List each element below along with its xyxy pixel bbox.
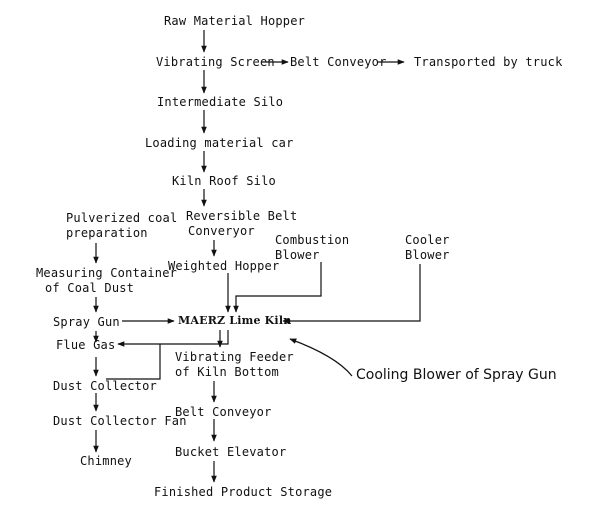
node-pulverized-coal-line1: Pulverized coal — [66, 211, 178, 225]
node-kiln-roof-silo: Kiln Roof Silo — [172, 174, 276, 188]
node-weighted-hopper: Weighted Hopper — [168, 259, 280, 273]
node-measuring-container-line1: Measuring Container — [36, 266, 178, 280]
node-cooler-blower-line2: Blower — [405, 248, 450, 262]
node-cooling-blower-spray-gun: Cooling Blower of Spray Gun — [356, 367, 557, 383]
node-combustion-blower-line2: Blower — [275, 248, 320, 262]
node-cooler-blower-line1: Cooler — [405, 233, 450, 247]
node-finished-product-storage: Finished Product Storage — [154, 485, 333, 499]
node-maerz-lime-kiln: MAERZ Lime Kiln — [178, 314, 292, 327]
node-spray-gun: Spray Gun — [53, 315, 120, 329]
arrow-combustion-to-kiln — [233, 262, 322, 313]
node-intermediate-silo: Intermediate Silo — [157, 95, 284, 109]
node-pulverized-coal-line2: preparation — [66, 226, 148, 240]
node-bucket-elevator: Bucket Elevator — [175, 445, 287, 459]
node-loading-material-car: Loading material car — [145, 136, 294, 150]
node-combustion-blower-line1: Combustion — [275, 233, 350, 247]
node-belt-conveyor-top: Belt Conveyor — [290, 55, 387, 69]
node-dust-collector-fan: Dust Collector Fan — [53, 414, 187, 428]
node-vibrating-screen: Vibrating Screen — [156, 55, 275, 69]
node-reversible-belt-conveyor-line2: Converyor — [188, 224, 255, 238]
node-raw-material-hopper: Raw Material Hopper — [164, 14, 306, 28]
node-vibrating-feeder-line2: of Kiln Bottom — [175, 365, 279, 379]
node-belt-conveyor-bottom: Belt Conveyor — [175, 405, 272, 419]
node-measuring-container-line2: of Coal Dust — [45, 281, 135, 295]
node-reversible-belt-conveyor-line1: Reversible Belt — [186, 209, 298, 223]
arrow-cooler-to-kiln — [282, 264, 421, 324]
node-vibrating-feeder-line1: Vibrating Feeder — [175, 350, 294, 364]
node-chimney: Chimney — [80, 454, 132, 468]
node-flue-gas: Flue Gas — [56, 338, 116, 352]
node-dust-collector: Dust Collector — [53, 379, 157, 393]
arrow-kiln-to-fluegas — [117, 330, 229, 347]
arrow-cooling-to-kiln — [289, 338, 353, 377]
flue-return-line — [106, 344, 161, 380]
node-transported-by-truck: Transported by truck — [414, 55, 563, 69]
